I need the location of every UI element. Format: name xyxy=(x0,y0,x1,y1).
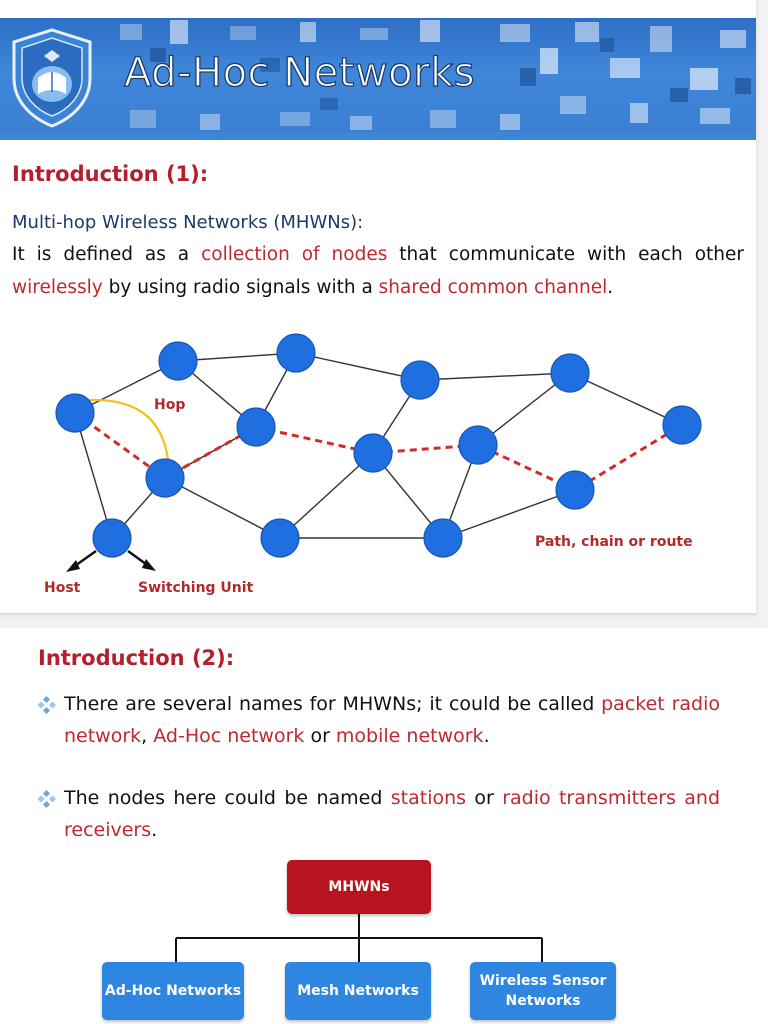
hierarchy-node-wireless-sensor: Wireless Sensor Networks xyxy=(470,962,616,1020)
bullet-text-span: or xyxy=(466,787,503,809)
bullet-text-span: The nodes here could be named xyxy=(64,787,391,809)
highlight-wirelessly: wirelessly xyxy=(12,277,103,298)
bullet-text-span: There are several names for MHWNs; it co… xyxy=(64,693,602,715)
network-node xyxy=(555,470,595,510)
bullet-text-span: . xyxy=(151,819,158,841)
bullet-text-span: , xyxy=(141,725,154,747)
highlight-radio-transmitters: radio transmitters and receivers xyxy=(64,787,721,841)
banner-underline xyxy=(0,132,756,140)
diamond-bullet-icon xyxy=(38,696,56,714)
definition-text: by using radio signals with a xyxy=(102,277,379,298)
bullet-text: There are several names for MHWNs; it co… xyxy=(64,688,720,752)
definition-text: . xyxy=(607,277,614,298)
network-node xyxy=(353,433,393,473)
highlight-collection-of-nodes: collection of nodes xyxy=(201,244,388,265)
network-node xyxy=(662,405,702,445)
university-logo-icon xyxy=(12,28,92,128)
hierarchy-node-ad-hoc: Ad-Hoc Networks xyxy=(102,962,244,1020)
hierarchy-node-mesh: Mesh Networks xyxy=(285,962,431,1020)
network-node xyxy=(458,425,498,465)
title-banner xyxy=(0,18,756,138)
slide-2 xyxy=(0,628,768,1024)
highlight-ad-hoc-network: Ad-Hoc network xyxy=(153,725,305,747)
host-label: Host xyxy=(44,580,81,596)
bullet-text-span: . xyxy=(483,725,490,747)
section-heading-1: Introduction (1): xyxy=(12,162,209,186)
network-node xyxy=(260,518,300,558)
node-arrows xyxy=(66,550,156,572)
highlight-stations: stations xyxy=(390,787,467,809)
network-node xyxy=(145,458,185,498)
network-node xyxy=(55,393,95,433)
network-diagram: Hop Path, chain or route Host Switching … xyxy=(44,333,702,596)
subheading-mhwns: Multi-hop Wireless Networks (MHWNs): xyxy=(12,212,364,233)
network-nodes xyxy=(55,333,702,558)
network-node xyxy=(276,333,316,373)
network-node xyxy=(423,518,463,558)
section-heading-2: Introduction (2): xyxy=(38,646,235,670)
bullet-item-names: There are several names for MHWNs; it co… xyxy=(38,688,744,758)
network-node xyxy=(158,341,198,381)
path-label: Path, chain or route xyxy=(535,534,693,550)
network-node xyxy=(92,518,132,558)
bullet-text: The nodes here could be named stations o… xyxy=(64,782,720,846)
banner-mosaic xyxy=(120,20,751,130)
hop-arc xyxy=(89,398,170,461)
network-node xyxy=(550,353,590,393)
bullet-item-nodes: The nodes here could be named stations o… xyxy=(38,782,744,852)
diamond-bullet-icon xyxy=(38,790,56,808)
network-node xyxy=(236,407,276,447)
hierarchy-root-mhwns: MHWNs xyxy=(287,860,431,914)
definition-paragraph: It is defined as a collection of nodes t… xyxy=(12,238,744,304)
highlight-mobile-network: mobile network xyxy=(335,725,484,747)
page-title: Ad-Hoc Networks xyxy=(123,49,476,96)
slide-1: Ad-Hoc Networks Introduction (1): Multi-… xyxy=(0,0,756,613)
definition-text: that communicate with each other xyxy=(387,244,744,265)
definition-text: It is defined as a xyxy=(12,244,202,265)
bullet-text-span: or xyxy=(304,725,336,747)
highlight-packet-radio-network: packet radio network xyxy=(64,693,720,747)
highlight-shared-common-channel: shared common channel xyxy=(378,277,608,298)
switching-unit-label: Switching Unit xyxy=(138,580,254,596)
network-node xyxy=(400,360,440,400)
hop-label: Hop xyxy=(154,397,185,413)
